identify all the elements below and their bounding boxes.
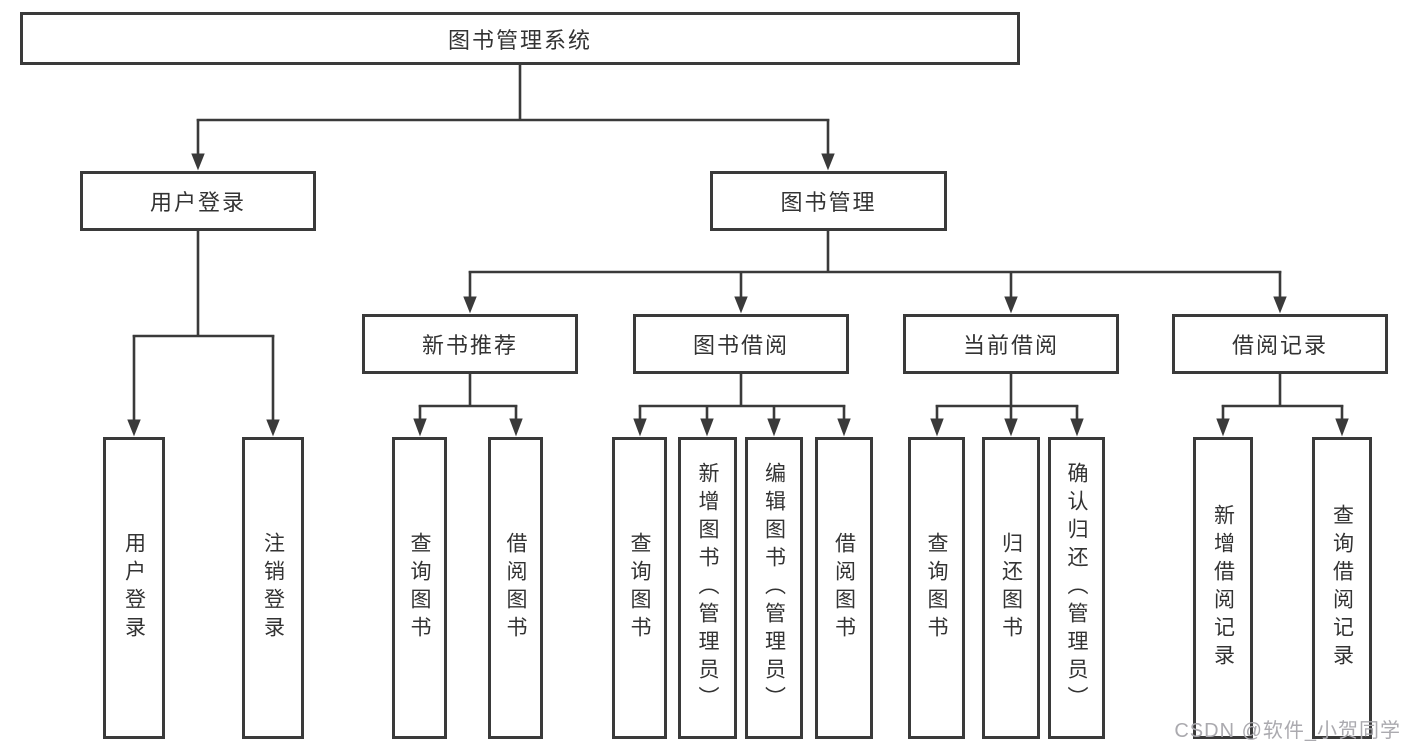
leaf-borrow-add-books-admin-label: 新增图书（管理员）	[696, 462, 719, 714]
node-borrowing-records-label: 借阅记录	[1231, 333, 1328, 358]
leaf-recommend-borrow-books-label: 借阅图书	[504, 532, 527, 644]
leaf-borrow-borrow-books-label: 借阅图书	[832, 532, 856, 644]
leaf-borrow-edit-books-admin-label: 编辑图书（管理员）	[762, 462, 786, 714]
node-user-login-branch-label: 用户登录	[149, 190, 246, 215]
leaf-current-confirm-return-admin: 确认归还（管理员）	[1048, 437, 1105, 739]
leaf-records-query-record: 查询借阅记录	[1312, 437, 1372, 739]
node-root: 图书管理系统	[20, 12, 1020, 65]
node-user-login-branch: 用户登录	[80, 171, 316, 231]
node-current-borrowing: 当前借阅	[903, 314, 1119, 374]
leaf-current-query-books-label: 查询图书	[925, 532, 948, 644]
leaf-records-add-record: 新增借阅记录	[1193, 437, 1253, 739]
leaf-borrow-edit-books-admin: 编辑图书（管理员）	[745, 437, 803, 739]
node-root-label: 图书管理系统	[447, 27, 592, 53]
leaf-recommend-query-books: 查询图书	[392, 437, 447, 739]
node-new-book-recommend: 新书推荐	[362, 314, 578, 374]
leaf-current-return-books: 归还图书	[982, 437, 1040, 739]
leaf-current-return-books-label: 归还图书	[999, 532, 1023, 644]
leaf-user-login-label: 用户登录	[122, 532, 146, 644]
leaf-logout-login: 注销登录	[242, 437, 304, 739]
leaf-borrow-add-books-admin: 新增图书（管理员）	[678, 437, 737, 739]
node-borrowing-records: 借阅记录	[1172, 314, 1388, 374]
node-current-borrowing-label: 当前借阅	[962, 333, 1059, 358]
node-book-management-label: 图书管理	[780, 190, 877, 215]
leaf-current-confirm-return-admin-label: 确认归还（管理员）	[1065, 462, 1088, 714]
leaf-borrow-borrow-books: 借阅图书	[815, 437, 873, 739]
leaf-records-query-record-label: 查询借阅记录	[1330, 504, 1354, 672]
node-new-book-recommend-label: 新书推荐	[421, 333, 518, 358]
node-book-borrowing-label: 图书借阅	[692, 333, 789, 358]
node-book-management: 图书管理	[710, 171, 947, 231]
leaf-current-query-books: 查询图书	[908, 437, 965, 739]
leaf-records-add-record-label: 新增借阅记录	[1211, 504, 1235, 672]
leaf-borrow-query-books-label: 查询图书	[628, 532, 651, 644]
leaf-recommend-borrow-books: 借阅图书	[488, 437, 543, 739]
node-book-borrowing: 图书借阅	[633, 314, 849, 374]
leaf-logout-login-label: 注销登录	[261, 532, 285, 644]
watermark: CSDN @软件_小贺同学	[1174, 720, 1401, 742]
leaf-borrow-query-books: 查询图书	[612, 437, 667, 739]
leaf-user-login: 用户登录	[103, 437, 165, 739]
leaf-recommend-query-books-label: 查询图书	[408, 532, 431, 644]
